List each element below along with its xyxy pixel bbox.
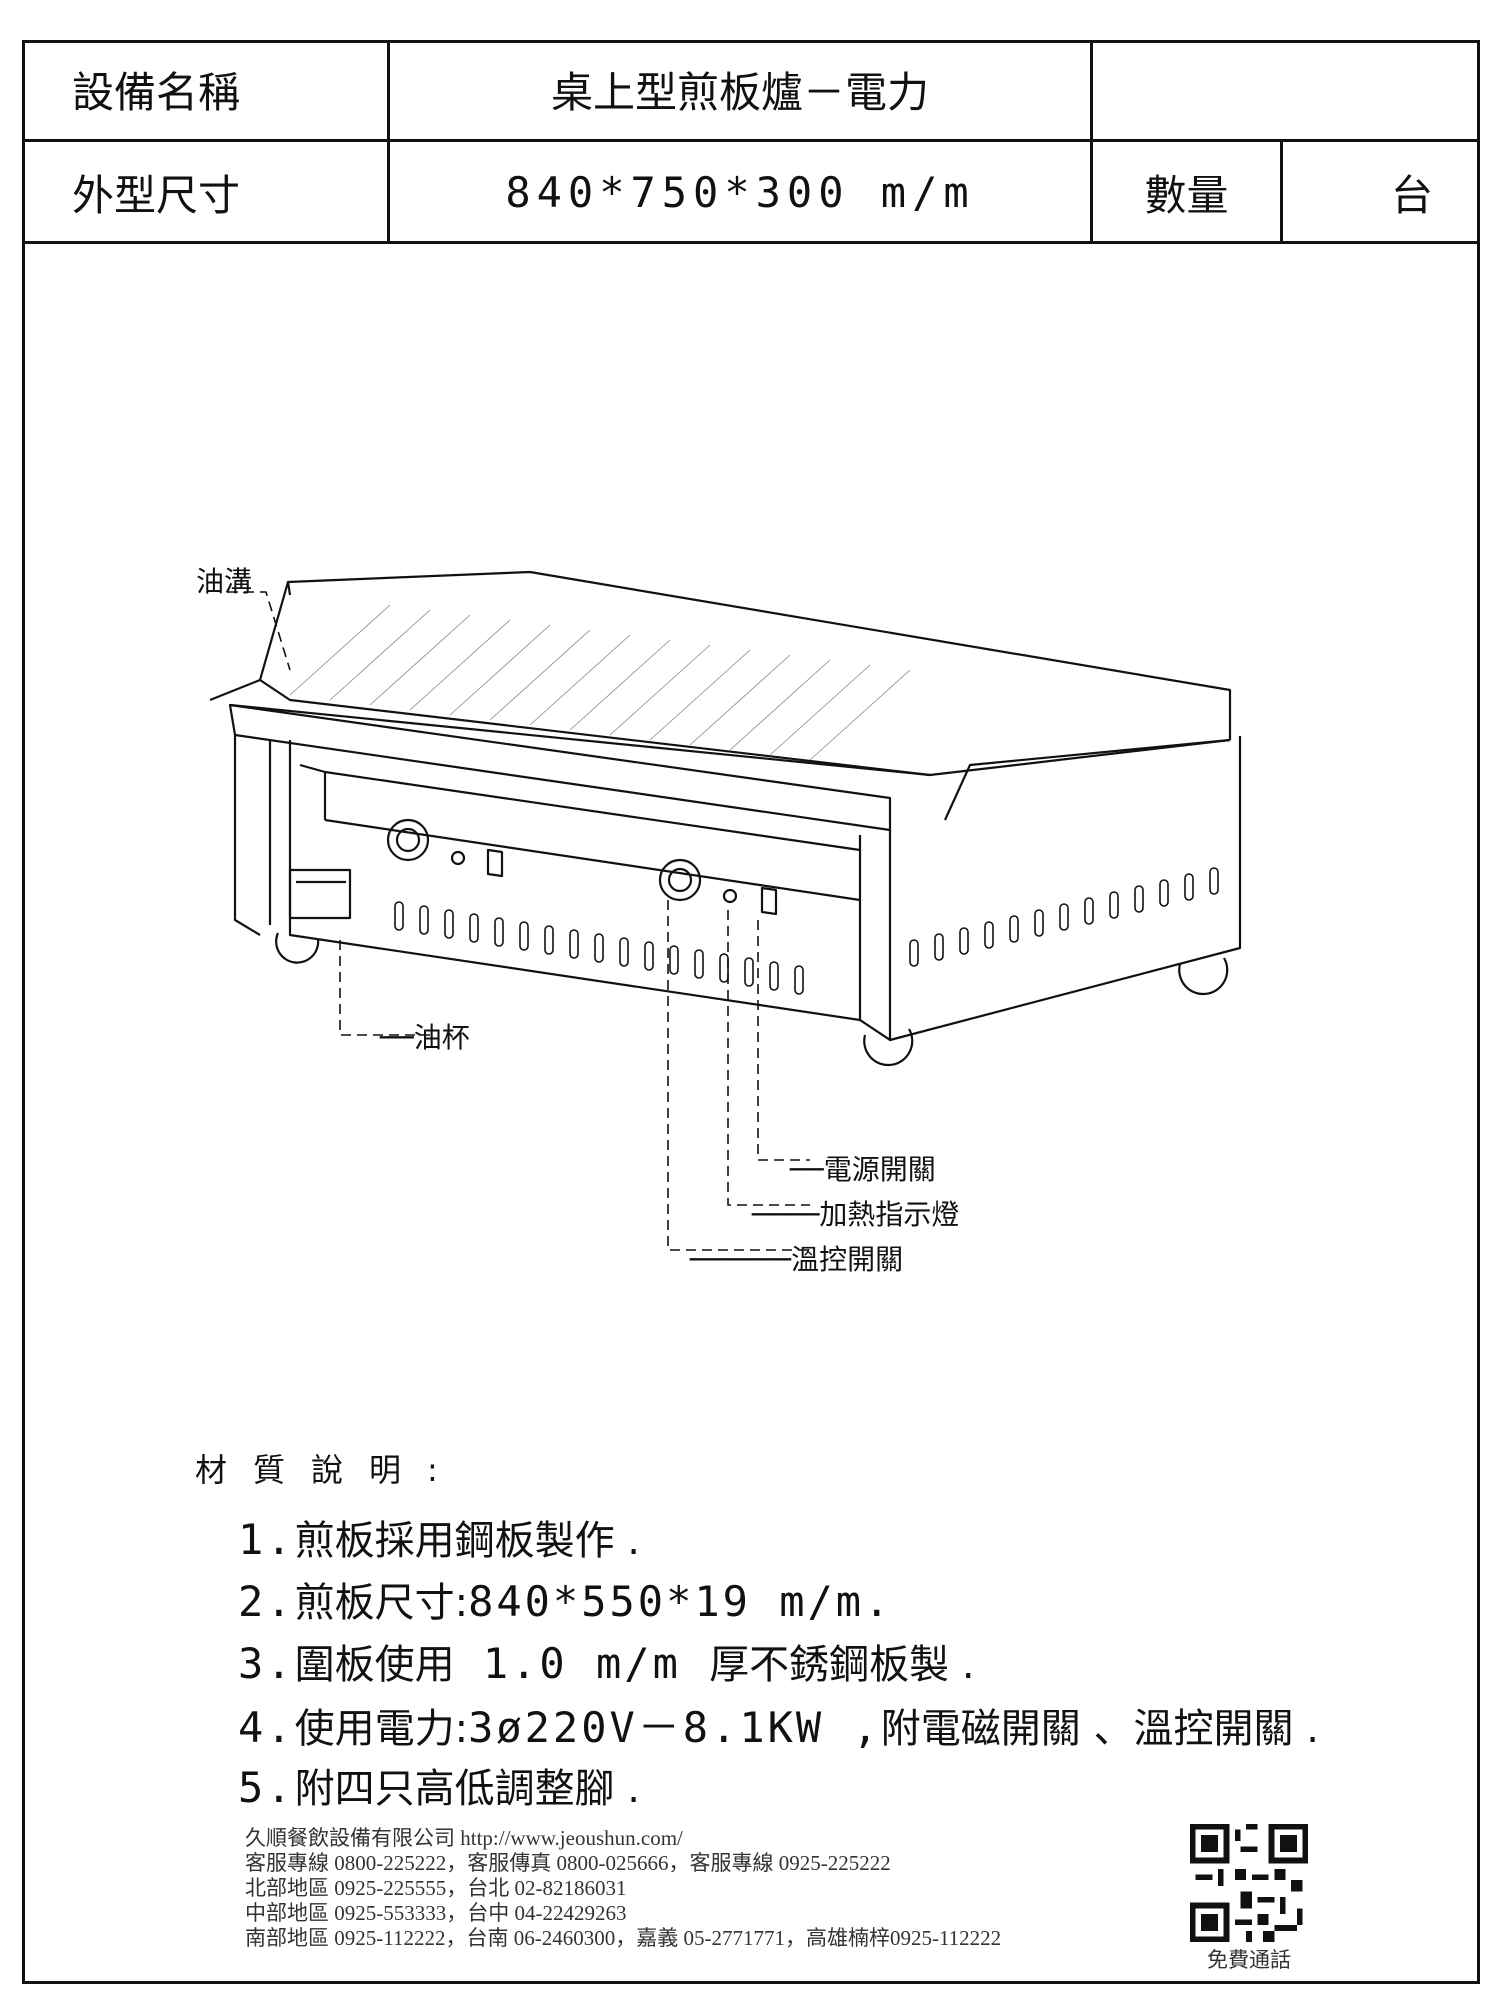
callout-power-switch: ──電源開關 xyxy=(790,1153,936,1186)
footer-company: 久順餐飲設備有限公司 http://www.jeoushun.com/ xyxy=(245,1826,683,1850)
footer-line-4: 中部地區 0925-553333，台中 04-22429263 xyxy=(245,1901,627,1925)
footer-line-2: 客服專線 0800-225222，客服傳真 0800-025666，客服專線 0… xyxy=(245,1851,891,1875)
name-label: 設備名稱 xyxy=(72,68,241,117)
qr-code-icon[interactable] xyxy=(1190,1824,1308,1942)
materials-title: 材質說明: xyxy=(195,1451,464,1489)
page-frame xyxy=(22,40,1480,1984)
material-item-2: 2.煎板尺寸:840*550*19 m/m. xyxy=(238,1577,893,1626)
indicator-light-left xyxy=(450,850,466,866)
header-divider xyxy=(22,139,1480,142)
foot-front-right xyxy=(863,1028,914,1067)
side-vents xyxy=(909,867,1219,967)
front-vents xyxy=(394,901,804,995)
footer-line-3: 北部地區 0925-225555，台北 02-82186031 xyxy=(245,1876,627,1900)
callout-leaders xyxy=(228,591,810,1251)
material-item-4: 4.使用電力:3ø220V－8.1KW ,附電磁開關 、溫控開關 . xyxy=(238,1703,1319,1752)
material-item-1: 1.煎板採用鋼板製作 . xyxy=(238,1515,641,1564)
col-divider-1 xyxy=(387,40,390,244)
company-contact-footer: 久順餐飲設備有限公司 http://www.jeoushun.com/ 客服專線… xyxy=(245,1826,1001,1951)
callout-heat-indicator: ────加熱指示燈 xyxy=(752,1198,960,1231)
griddle-surface-hatching xyxy=(289,604,911,761)
indicator-light-right xyxy=(722,888,738,904)
power-switch-right xyxy=(760,886,778,916)
qr-caption: 免費通話 xyxy=(1207,1948,1291,1972)
material-item-5: 5.附四只高低調整腳 . xyxy=(238,1763,641,1812)
col-divider-2 xyxy=(1090,40,1093,244)
oil-cup-drawer xyxy=(288,868,352,920)
size-label: 外型尺寸 xyxy=(72,170,241,220)
size-value: 840*750*300 m/m xyxy=(505,167,975,217)
griddle-line-drawing xyxy=(209,570,1242,1251)
foot-front-left xyxy=(275,932,320,964)
qty-unit: 台 xyxy=(1390,170,1433,220)
callout-oil-cup: ──油杯 xyxy=(380,1021,470,1054)
footer-line-5: 南部地區 0925-112222，台南 06-2460300，嘉義 05-277… xyxy=(245,1926,1002,1950)
name-value: 桌上型煎板爐－電力 xyxy=(550,68,929,117)
temperature-knob-left xyxy=(386,818,430,862)
foot-rear-right xyxy=(1178,957,1229,996)
spec-header-table: 設備名稱 桌上型煎板爐－電力 外型尺寸 840*750*300 m/m 數量 台 xyxy=(22,40,1480,244)
material-item-3: 3.圍板使用 1.0 m/m 厚不銹鋼板製 . xyxy=(238,1639,975,1688)
power-switch-left xyxy=(486,848,504,878)
col-divider-3 xyxy=(1280,142,1283,244)
callout-oil-channel: 油溝 xyxy=(196,565,253,598)
callout-temp-switch: ──────溫控開關 xyxy=(690,1243,904,1276)
qty-label: 數量 xyxy=(1144,170,1229,220)
temperature-knob-right xyxy=(658,858,702,902)
